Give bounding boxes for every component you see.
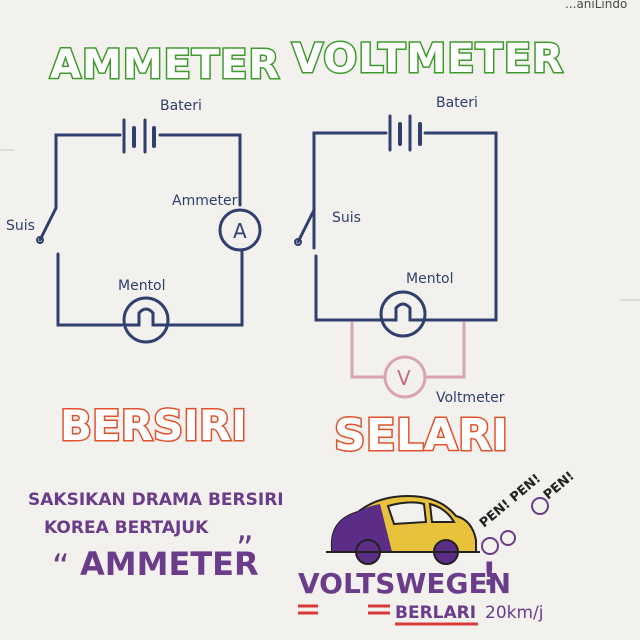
wire-top-right: [158, 133, 242, 207]
parallel-circuit-diagram: [294, 114, 498, 338]
voltmeter-symbol: V: [397, 366, 411, 390]
car-brand: VOLTSWEGEN: [298, 567, 511, 600]
voltmeter-circle: [383, 355, 427, 399]
car-tagline: BERLARI: [395, 603, 476, 623]
title-voltmeter: VOLTMETER: [292, 36, 564, 82]
series-battery-label: Bateri: [160, 98, 202, 114]
exhaust-puff: [481, 537, 499, 555]
joke-quote-word: AMMETER: [80, 545, 259, 583]
series-circuit-diagram: [36, 118, 262, 344]
exhaust-puff: [531, 497, 549, 515]
exhaust-puff: [500, 530, 516, 546]
car-drawing: [326, 494, 549, 565]
caption-parallel: SELARI: [334, 410, 508, 461]
switch-lever: [38, 206, 58, 242]
series-bulb-label: Mentol: [118, 278, 166, 294]
bulb-circle: [122, 296, 170, 344]
voltmeter-label: Voltmeter: [436, 390, 505, 406]
car-window-front: [386, 501, 428, 526]
joke-open-quote: “: [52, 547, 70, 587]
joke-line-1: SAKSIKAN DRAMA BERSIRI: [28, 490, 284, 510]
red-underline-marks: [298, 604, 478, 626]
series-switch-label: Suis: [6, 218, 35, 234]
car-body-shade: [331, 504, 392, 552]
voltmeter-wire-left: [350, 322, 385, 379]
car-speed: 20km/j: [485, 603, 544, 623]
wire-left-lower: [56, 252, 124, 327]
switch-contact: [36, 236, 44, 244]
corner-signature: ...aniLindo: [565, 0, 627, 11]
bulb-circle: [379, 290, 427, 338]
caption-series: BERSIRI: [60, 401, 247, 450]
wire-right-lower: [164, 250, 244, 327]
bulb-filament: [124, 307, 168, 327]
ammeter-symbol: A: [233, 219, 247, 243]
wire-bottom-left: [314, 254, 386, 322]
switch-contact: [294, 238, 302, 246]
ammeter-label: Ammeter: [172, 193, 238, 209]
wire-top-right: [420, 131, 498, 322]
switch-lever: [296, 208, 316, 244]
car-window-rear: [428, 502, 456, 523]
parallel-switch-label: Suis: [332, 210, 361, 226]
parallel-bulb-label: Mentol: [406, 271, 454, 287]
parallel-battery-label: Bateri: [436, 95, 478, 111]
joke-line-2: KOREA BERTAJUK: [44, 518, 209, 538]
bulb-filament: [380, 302, 426, 322]
joke-close-quote: ”: [236, 529, 254, 569]
ammeter-circle: [218, 208, 262, 252]
title-ammeter: AMMETER: [50, 42, 280, 88]
voltmeter-wire-right: [425, 322, 466, 379]
car-brand-exclaim: !: [482, 555, 497, 593]
wire-top-left: [54, 133, 122, 142]
voltmeter-branch: [350, 322, 466, 399]
